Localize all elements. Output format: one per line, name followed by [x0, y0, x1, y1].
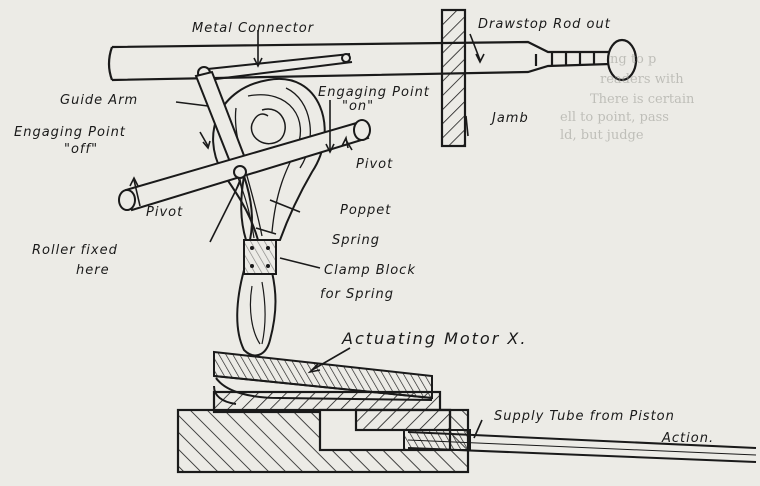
label-engaging-point-on-state: "on": [342, 99, 375, 114]
label-jamb: Jamb: [492, 111, 529, 126]
leader-lines: [129, 30, 485, 439]
show-through-text: ng to p: [610, 52, 657, 67]
label-pivot-right: Pivot: [356, 157, 394, 172]
pivot-lever: [118, 119, 371, 212]
label-supply-action: Action.: [662, 431, 715, 446]
label-actuating-motor: Actuating Motor X.: [342, 329, 528, 348]
label-spring: Spring: [332, 233, 380, 248]
show-through-text: ld, but judge: [560, 128, 644, 143]
label-pivot-left: Pivot: [146, 205, 184, 220]
label-roller-here: here: [76, 263, 110, 278]
show-through-text: There is certain: [590, 92, 695, 107]
drawstop-rod: [107, 40, 611, 82]
spring: [240, 175, 253, 241]
label-supply-tube: Supply Tube from Piston: [494, 409, 675, 424]
show-through-text: readers with: [600, 72, 684, 87]
clamp-block: [243, 239, 277, 275]
base-block: [176, 390, 470, 474]
label-engaging-point-on: Engaging Point: [318, 85, 430, 100]
label-roller-fixed: Roller fixed: [32, 243, 118, 258]
roller: [233, 165, 247, 179]
label-clamp-for-spring: for Spring: [320, 287, 394, 302]
supply-tube: [403, 429, 757, 463]
label-drawstop-rod-out: Drawstop Rod out: [478, 17, 611, 32]
label-poppet: Poppet: [340, 203, 392, 218]
jamb: [440, 8, 467, 148]
show-through-text: ell to point, pass: [560, 110, 669, 125]
label-metal-connector: Metal Connector: [192, 21, 315, 36]
label-engaging-point-off-state: "off": [64, 142, 99, 157]
label-clamp-block: Clamp Block: [324, 263, 416, 278]
label-engaging-point-off: Engaging Point: [14, 125, 126, 140]
drawstop-knob: [606, 38, 638, 82]
label-guide-arm: Guide Arm: [60, 93, 139, 108]
